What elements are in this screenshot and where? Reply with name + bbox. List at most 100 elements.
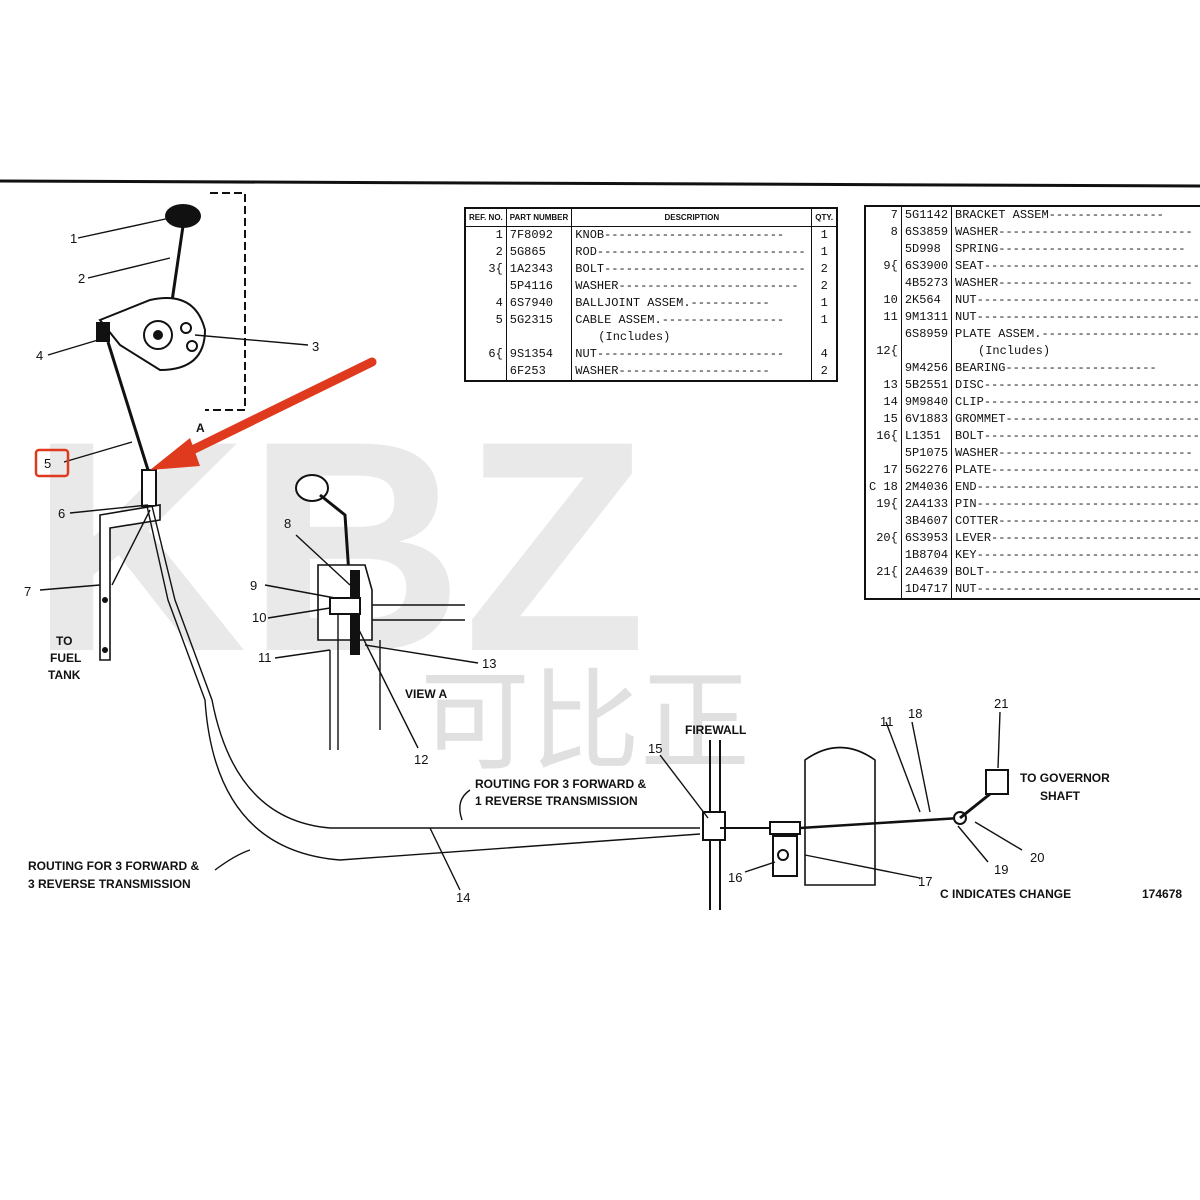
cell-desc: NUT--------------------------------- <box>951 581 1200 599</box>
cell-qty <box>812 329 837 346</box>
cell-part: 6F253 <box>506 363 573 381</box>
highlight-arrowhead <box>150 438 200 470</box>
callout-5: 5 <box>44 456 51 471</box>
cell-desc: DISC-------------------------------- <box>951 377 1200 394</box>
cell-part: 9M9840 <box>901 394 953 411</box>
cell-qty: 2 <box>820 364 828 378</box>
cell-ref: C 18 <box>865 479 902 496</box>
cell-ref <box>865 547 902 564</box>
header-part: PART NUMBER <box>505 207 573 227</box>
cell-part: 4B5273 <box>901 275 953 292</box>
cell-part: 5G1142 <box>901 206 953 224</box>
cell-desc: WASHER--------------------------- <box>951 275 1200 292</box>
cell-ref <box>465 329 507 346</box>
callout-13: 13 <box>482 656 496 671</box>
cell-ref: 17 <box>865 462 902 479</box>
cell-part <box>506 329 573 346</box>
cell-ref: 6{ <box>465 346 507 363</box>
callout-9: 9 <box>250 578 257 593</box>
callout-1: 1 <box>70 231 77 246</box>
cell-desc: NUT-------------------------------- <box>951 309 1200 326</box>
cell-desc: COTTER----------------------------- <box>951 513 1200 530</box>
callout-7: 7 <box>24 584 31 599</box>
cell-ref <box>865 241 902 258</box>
routing-3f3r-line1: ROUTING FOR 3 FORWARD & <box>28 859 199 873</box>
cell-part: 5D998 <box>901 241 953 258</box>
cell-desc: PLATE----------------------------- <box>951 462 1200 479</box>
cell-ref <box>865 445 902 462</box>
cell-part: L1351 <box>901 428 953 445</box>
callout-20: 20 <box>1030 850 1044 865</box>
cell-desc: WASHER------------------------- <box>571 278 813 295</box>
cell-part: 5P1075 <box>901 445 953 462</box>
cell-desc: BRACKET ASSEM---------------- <box>951 206 1200 224</box>
cell-part: 2K564 <box>901 292 953 309</box>
table-row: 12{ (Includes) <box>865 343 1200 360</box>
cell-ref <box>465 278 507 295</box>
cell-part: 6S3859 <box>901 224 953 241</box>
cell-part: 6S7940 <box>506 295 573 312</box>
cell-qty: 2 <box>820 262 828 276</box>
cell-desc: ROD----------------------------- <box>571 244 813 261</box>
text-labels: TO FUEL TANK VIEW A FIREWALL ROUTING FOR… <box>28 634 1182 901</box>
shift-lever-assembly <box>96 204 701 861</box>
cell-part: 2A4639 <box>901 564 953 581</box>
cell-part: 5G2276 <box>901 462 953 479</box>
cell-desc: BALLJOINT ASSEM.----------- <box>571 295 813 312</box>
c-indicates-change: C INDICATES CHANGE <box>940 887 1071 901</box>
to-fuel-tank-1: TO <box>56 634 72 648</box>
cell-ref: 14 <box>865 394 902 411</box>
cell-part: 3B4607 <box>901 513 953 530</box>
cell-desc: CABLE ASSEM.----------------- <box>571 312 813 329</box>
cell-part: 6V1883 <box>901 411 953 428</box>
callout-16: 16 <box>728 870 742 885</box>
leader-lines-left <box>39 217 309 591</box>
view-a-reference-line <box>205 192 246 411</box>
cell-qty: 1 <box>820 228 828 242</box>
cell-ref <box>865 326 902 343</box>
cell-ref <box>865 275 902 292</box>
cell-part: 9M4256 <box>901 360 953 377</box>
a-marker: A <box>196 421 205 435</box>
cell-ref: 4 <box>465 295 507 312</box>
cell-qty: 4 <box>820 347 828 361</box>
view-a-detail <box>264 474 479 750</box>
cell-desc: (Includes) <box>951 343 1200 360</box>
cell-part: 6S3953 <box>901 530 953 547</box>
cell-desc: BOLT-------------------------------- <box>951 564 1200 581</box>
cell-ref: 8 <box>865 224 902 241</box>
watermark-chinese: 可比正 <box>420 658 750 786</box>
cell-qty: 2 <box>820 279 828 293</box>
cell-qty: 1 <box>820 245 828 259</box>
cell-ref <box>865 360 902 377</box>
cell-part: 5B2551 <box>901 377 953 394</box>
cell-part: 6S8959 <box>901 326 953 343</box>
cell-ref: 12{ <box>865 343 902 360</box>
cell-part: 9M1311 <box>901 309 953 326</box>
routing-3f1r-line1: ROUTING FOR 3 FORWARD & <box>475 777 646 791</box>
cell-desc: BOLT-------------------------------- <box>951 428 1200 445</box>
cell-desc: WASHER--------------------- <box>571 363 813 381</box>
cell-ref: 19{ <box>865 496 902 513</box>
cell-desc: CLIP-------------------------------- <box>951 394 1200 411</box>
cell-part: 1D4717 <box>901 581 953 599</box>
callout-8: 8 <box>284 516 291 531</box>
cell-desc: WASHER--------------------------- <box>951 445 1200 462</box>
header-ref: REF. NO. <box>464 207 507 227</box>
callout-19: 19 <box>994 862 1008 877</box>
